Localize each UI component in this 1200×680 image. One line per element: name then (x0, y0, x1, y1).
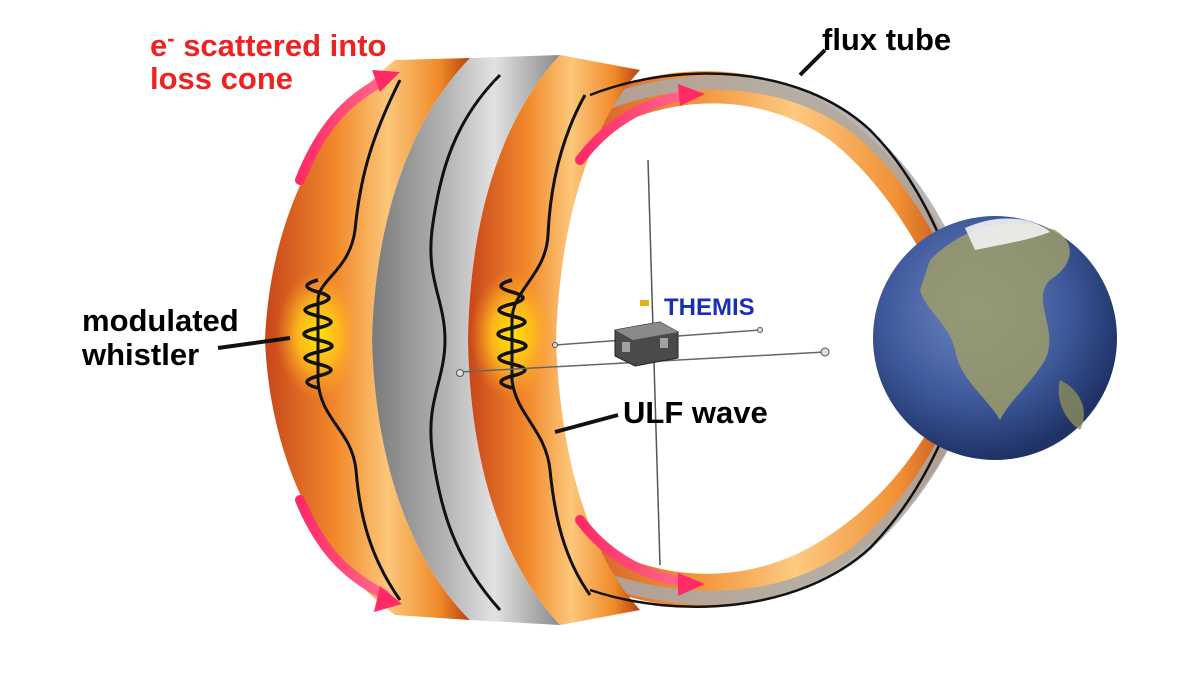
electron-symbol: e (150, 28, 168, 63)
whistler-leader-line (217, 336, 291, 350)
flux-tube-leader-line (798, 48, 827, 77)
modulated-whistler-label: modulated whistler (82, 305, 239, 373)
whistler-label-line1: modulated (82, 303, 239, 338)
ulf-wave-label: ULF wave (623, 395, 768, 430)
ulf-leader-line (554, 413, 619, 434)
electron-label-line1: e- scattered into (150, 26, 387, 63)
flux-tube-right-gray-inner-lower (597, 417, 962, 605)
electron-arrow-path-left-bottom (295, 495, 390, 600)
electron-arrowhead-left-bottom (374, 586, 402, 612)
electron-arrow-path-right-top (575, 90, 695, 165)
flux-tube-outer-shell (265, 58, 470, 620)
electron-charge-superscript: - (167, 26, 175, 51)
themis-label: THEMIS (664, 294, 755, 321)
field-line-gray (429, 73, 502, 612)
flux-tube-inner-shell (468, 55, 640, 625)
earth-icon (873, 216, 1117, 460)
electron-label-text: scattered into (174, 28, 387, 63)
electron-arrowhead-right-top (678, 84, 705, 106)
whistler-label-line2: whistler (82, 337, 200, 372)
field-line-right-lower (589, 419, 952, 608)
electron-label-line2: loss cone (150, 61, 293, 96)
field-line-right-upper (589, 72, 952, 263)
flux-tube-label: flux tube (822, 22, 952, 57)
electron-arrowhead-left-top (372, 70, 400, 92)
electron-loss-cone-label: e- scattered into loss cone (150, 28, 386, 96)
flux-tube-gray-shell (372, 55, 560, 625)
electron-arrow-path-right-bottom (575, 515, 693, 587)
whistler-wave-inner (496, 278, 528, 390)
whistler-wave-outer (302, 278, 334, 390)
electron-arrowhead-right-bottom (678, 573, 705, 596)
electron-arrow-path-left-top (295, 75, 390, 185)
themis-satellite-icon (456, 159, 830, 566)
